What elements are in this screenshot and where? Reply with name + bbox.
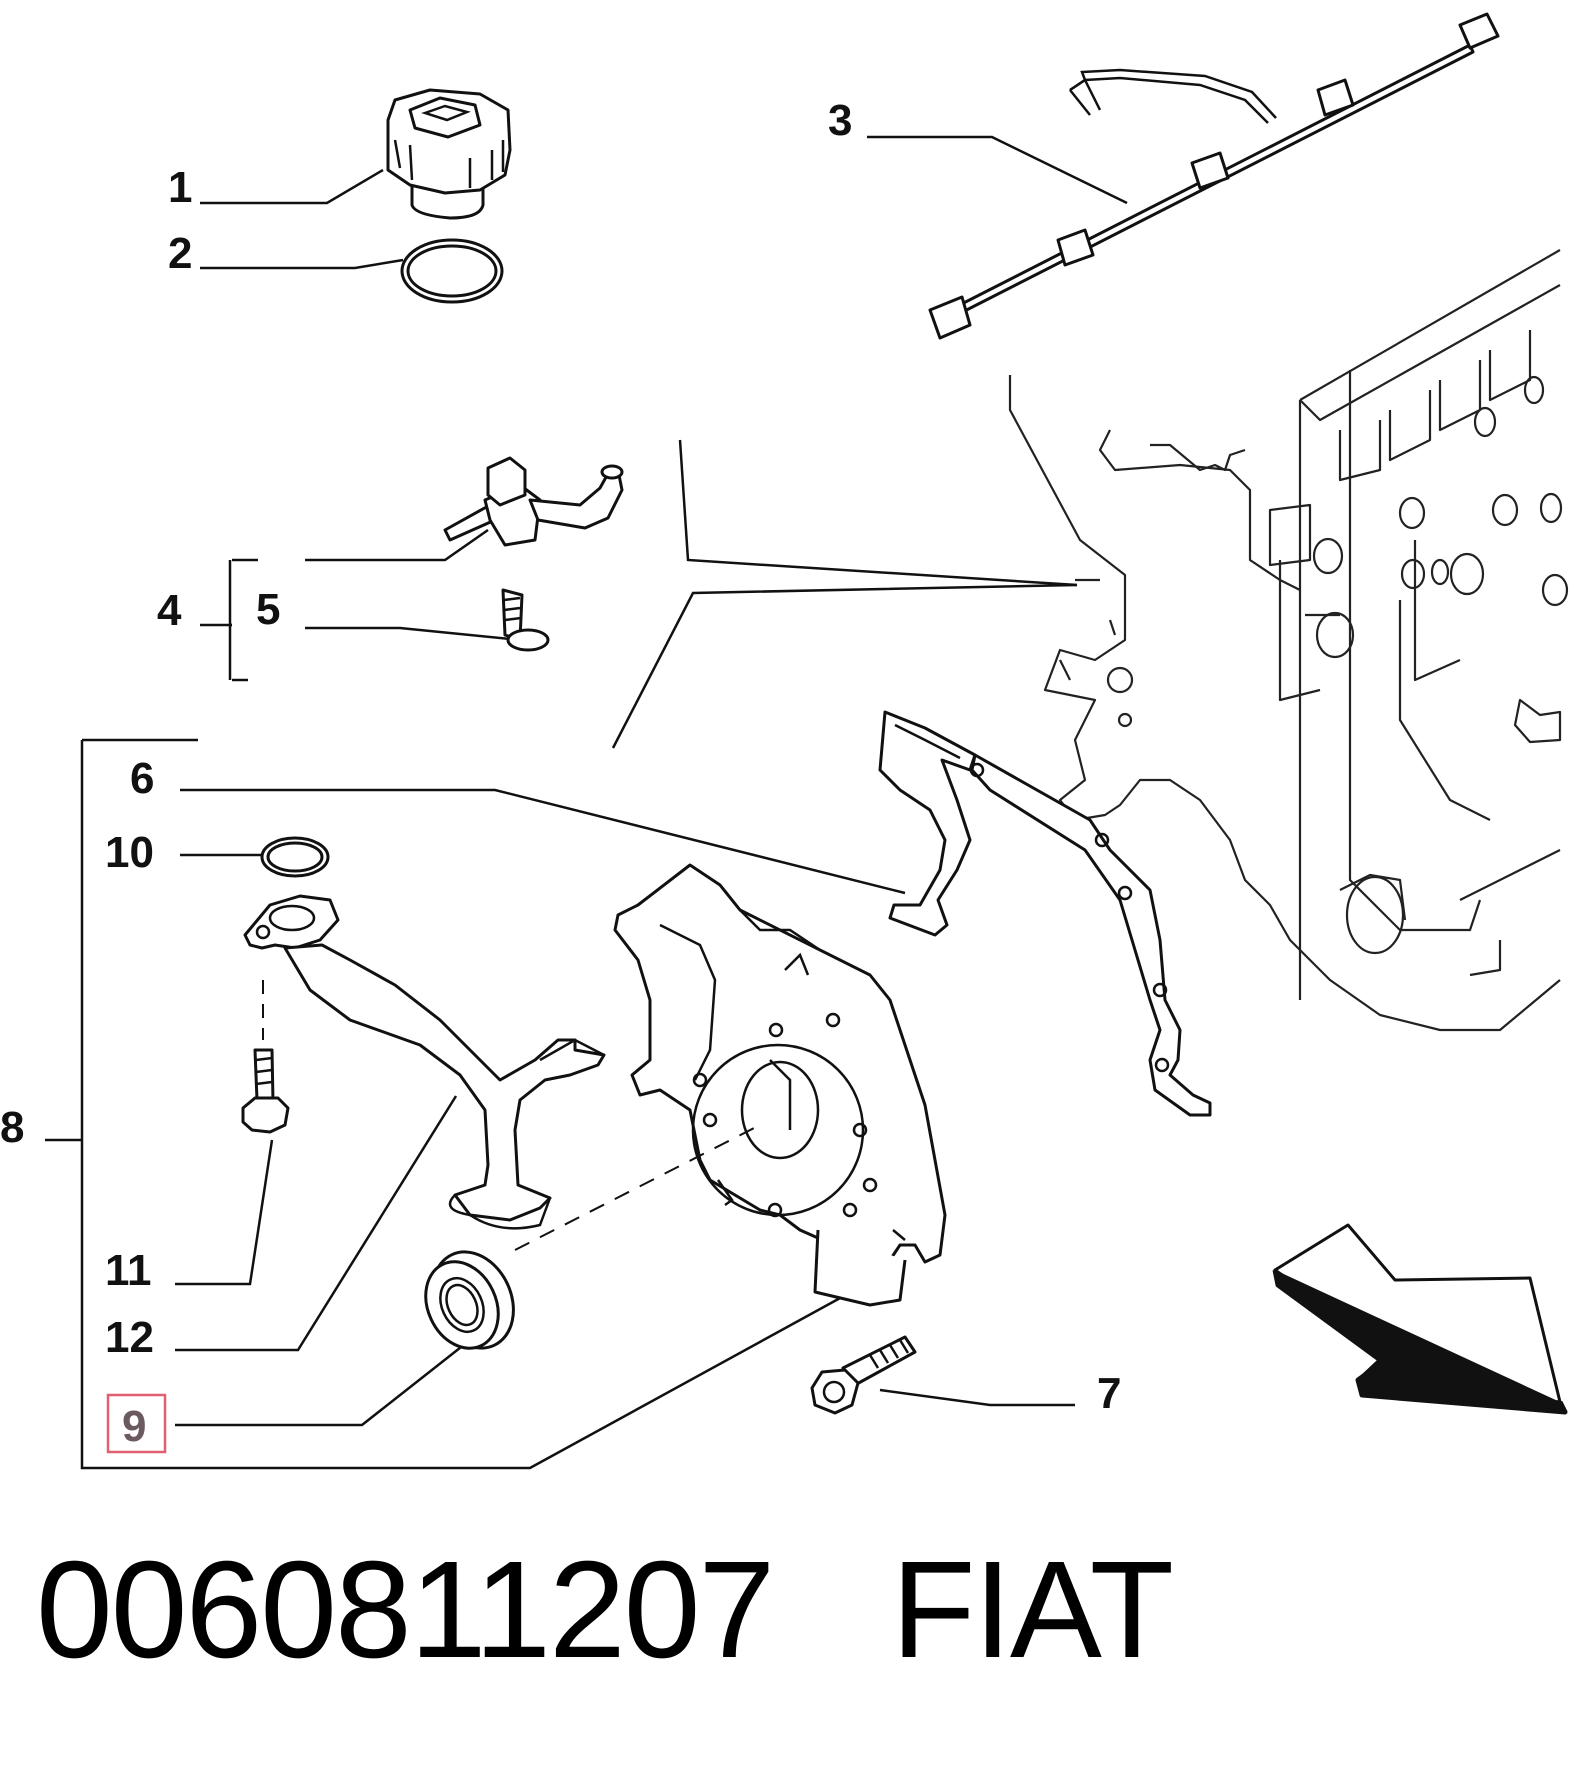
- engine-block: [1008, 249, 1569, 1032]
- crankshaft-seal: [424, 1250, 515, 1350]
- callout-11: 11: [105, 1246, 152, 1295]
- front-arrow-icon: [1272, 1223, 1568, 1415]
- callout-labels: 1 2 3 4 5 6 10 8 11 12 7: [0, 96, 1121, 1418]
- callout-8: 8: [0, 1103, 24, 1152]
- callout-9-highlight: 9: [106, 1393, 167, 1454]
- oil-suction-pipe: [243, 894, 606, 1230]
- callout-7: 7: [1097, 1369, 1121, 1418]
- o-ring: [400, 238, 504, 304]
- small-o-ring: [260, 836, 330, 878]
- callout-5: 5: [256, 585, 280, 634]
- callout-1: 1: [168, 163, 192, 212]
- alignment-dashes: [262, 980, 761, 1251]
- callout-6: 6: [130, 754, 154, 803]
- oil-pump-body: [613, 863, 947, 1307]
- cover-bolt: [810, 1335, 917, 1415]
- highlight-box: [106, 1393, 167, 1454]
- part-number: 0060811207: [36, 1533, 775, 1687]
- leader-lines: [45, 135, 1128, 1470]
- brand-name: FIAT: [891, 1533, 1174, 1687]
- callout-10: 10: [105, 828, 154, 877]
- large-gasket: [969, 753, 1212, 1117]
- oil-filler-cap: [386, 88, 512, 220]
- flange-bolt: [241, 1048, 290, 1134]
- sensor-assembly: [443, 456, 624, 547]
- callout-9: 9: [122, 1402, 146, 1451]
- callout-4: 4: [157, 586, 182, 635]
- injector-pipe-harness: [928, 12, 1500, 340]
- callout-3: 3: [828, 96, 852, 145]
- sensor-screw: [501, 588, 550, 652]
- callout-2: 2: [168, 229, 192, 278]
- part-caption: 0060811207 FIAT: [36, 1533, 1174, 1687]
- cover-gasket: [878, 710, 977, 937]
- callout-12: 12: [105, 1313, 154, 1362]
